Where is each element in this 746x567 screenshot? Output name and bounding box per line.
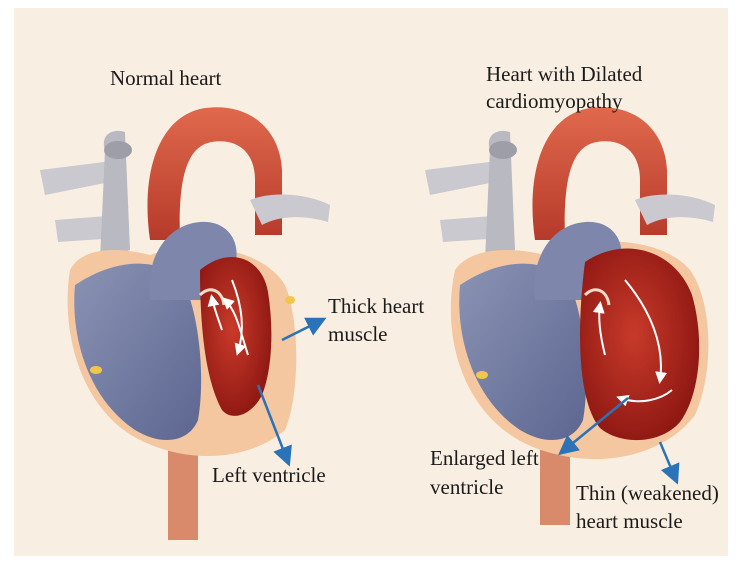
enlarged-ventricle-label-line1: Enlarged left <box>430 446 539 471</box>
thin-muscle-label-line1: Thin (weakened) <box>576 481 719 506</box>
thick-muscle-label-line1: Thick heart <box>328 294 424 319</box>
pulmonary-artery <box>635 195 715 225</box>
dilated-heart-title-line2: cardiomyopathy <box>486 89 622 114</box>
pulmonary-artery <box>250 195 330 225</box>
dilated-heart-title-line1: Heart with Dilated <box>486 62 642 87</box>
left-ventricle-enlarged <box>580 249 699 441</box>
arrow-thin-muscle <box>660 442 676 480</box>
left-ventricle-label: Left ventricle <box>212 463 326 488</box>
thick-muscle-label-line2: muscle <box>328 322 387 347</box>
enlarged-ventricle-label-line2: ventricle <box>430 475 503 500</box>
normal-heart-title: Normal heart <box>110 66 221 91</box>
thin-muscle-label-line2: heart muscle <box>576 509 683 534</box>
